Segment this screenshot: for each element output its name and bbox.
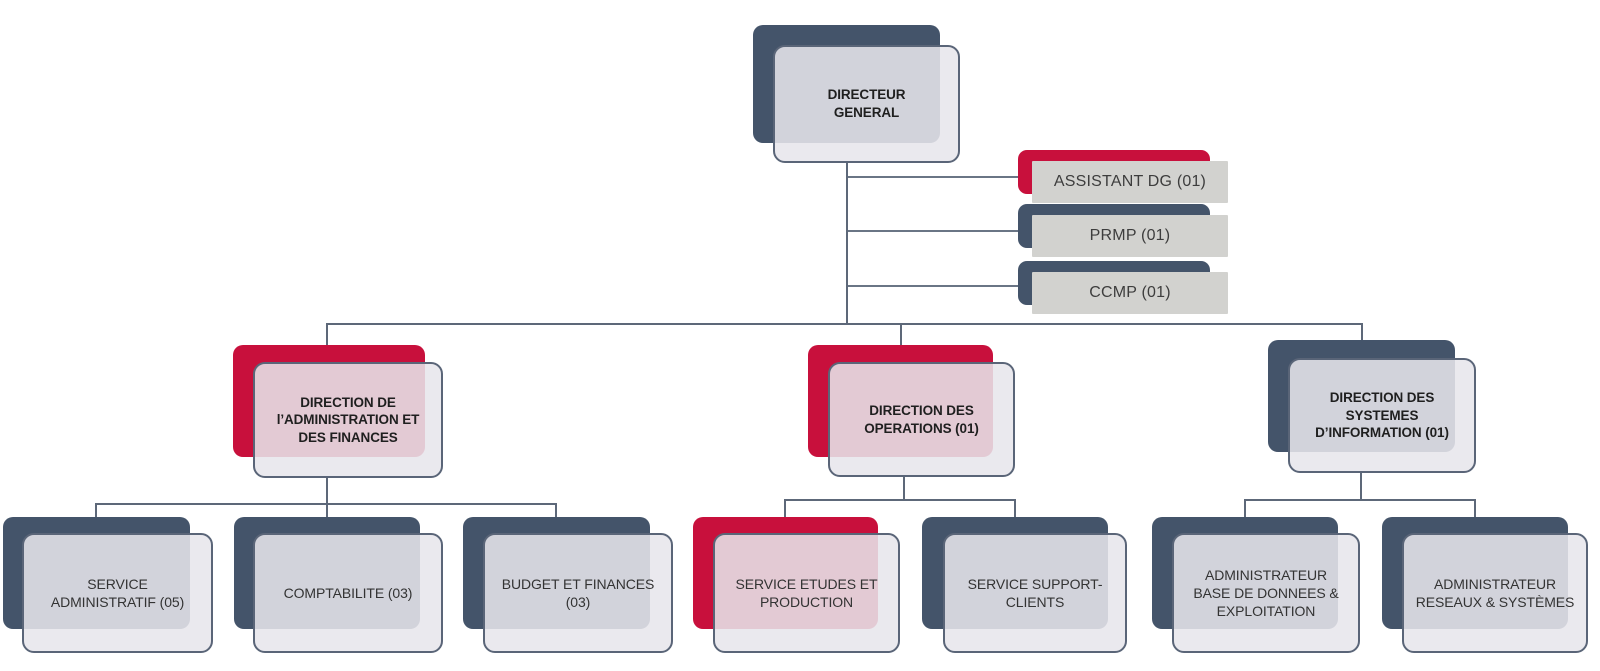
connector-dsi-stem [1360,473,1362,501]
node-card: ADMINISTRATEUR BASE DE DONNEES & EXPLOIT… [1172,533,1360,653]
node-label: DIRECTEUR GENERAL [827,87,906,120]
connector-drop-admin-reseaux [1474,499,1476,518]
node-card: DIRECTION DES OPERATIONS (01) [828,362,1015,477]
connector-drop-budget-finances [555,503,557,518]
node-card: ASSISTANT DG (01) [1032,161,1228,203]
node-card: DIRECTEUR GENERAL [773,45,960,163]
node-label: ADMINISTRATEUR RESEAUX & SYSTÈMES [1415,575,1575,610]
node-label: SERVICE SUPPORT-CLIENTS [967,575,1103,610]
connector-drop-comptabilite [326,503,328,518]
node-label: SERVICE ETUDES ET PRODUCTION [735,575,878,610]
node-card: DIRECTION DES SYSTEMES D’INFORMATION (01… [1288,358,1476,473]
connector-ops-stem [903,477,905,501]
node-label: COMPTABILITE (03) [283,584,413,601]
node-label: DIRECTION DE l’ADMINISTRATION ET DES FIN… [276,394,420,445]
connector-drop-direction-operations [900,323,902,346]
node-card: PRMP (01) [1032,215,1228,257]
node-label: ADMINISTRATEUR BASE DE DONNEES & EXPLOIT… [1193,566,1339,620]
node-card: COMPTABILITE (03) [253,533,443,653]
node-card: SERVICE ADMINISTRATIF (05) [22,533,213,653]
connector-branch-ccmp [848,285,1020,287]
connector-drop-direction-admin-finances [326,323,328,346]
node-card: CCMP (01) [1032,272,1228,314]
connector-drop-service-support [1014,499,1016,518]
connector-branch-prmp [848,230,1020,232]
connector-drop-service-etudes [784,499,786,518]
connector-drop-service-administratif [95,503,97,518]
connector-daf-stem [326,477,328,505]
node-card: SERVICE SUPPORT-CLIENTS [943,533,1127,653]
node-label: ASSISTANT DG (01) [1053,173,1207,190]
connector-dsi-distribution [1244,499,1476,501]
node-card: SERVICE ETUDES ET PRODUCTION [713,533,900,653]
node-label: DIRECTION DES SYSTEMES D’INFORMATION (01… [1315,390,1449,441]
node-label: CCMP (01) [1089,284,1171,301]
connector-drop-admin-bdd [1244,499,1246,518]
connector-drop-direction-systemes [1361,323,1363,341]
connector-trunk-dg [846,161,848,325]
node-label: BUDGET ET FINANCES (03) [501,575,655,610]
connector-branch-assistant-dg [848,176,1020,178]
node-card: BUDGET ET FINANCES (03) [483,533,673,653]
node-label: DIRECTION DES OPERATIONS (01) [864,402,979,436]
node-label: SERVICE ADMINISTRATIF (05) [50,575,185,610]
connector-ops-distribution [784,499,1016,501]
node-card: DIRECTION DE l’ADMINISTRATION ET DES FIN… [253,362,443,478]
node-label: PRMP (01) [1089,227,1171,244]
connector-directions-distribution [326,323,1363,325]
node-card: ADMINISTRATEUR RESEAUX & SYSTÈMES [1402,533,1588,653]
